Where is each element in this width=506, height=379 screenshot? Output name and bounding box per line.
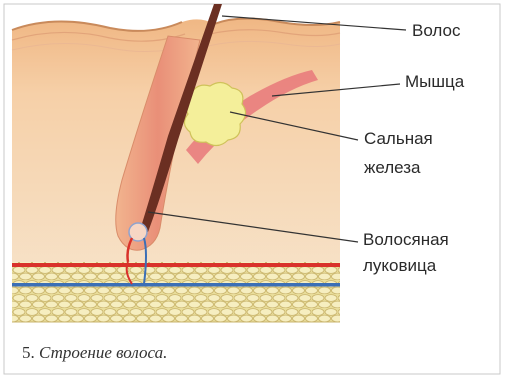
caption-text: Строение волоса. xyxy=(39,343,167,362)
label-hair-bulb-line1: Волосяная xyxy=(363,229,449,250)
caption-number: 5. xyxy=(22,343,35,362)
artery xyxy=(12,263,340,267)
label-hair-bulb-line2: луковица xyxy=(363,255,436,276)
label-sebaceous-gland-line2: железа xyxy=(364,157,421,178)
vein xyxy=(12,283,340,287)
label-muscle: Мышца xyxy=(405,71,464,92)
figure-caption: 5. Строение волоса. xyxy=(22,343,167,363)
fat-layer xyxy=(12,262,340,322)
label-sebaceous-gland-line1: Сальная xyxy=(364,128,433,149)
label-hair: Волос xyxy=(412,20,461,41)
